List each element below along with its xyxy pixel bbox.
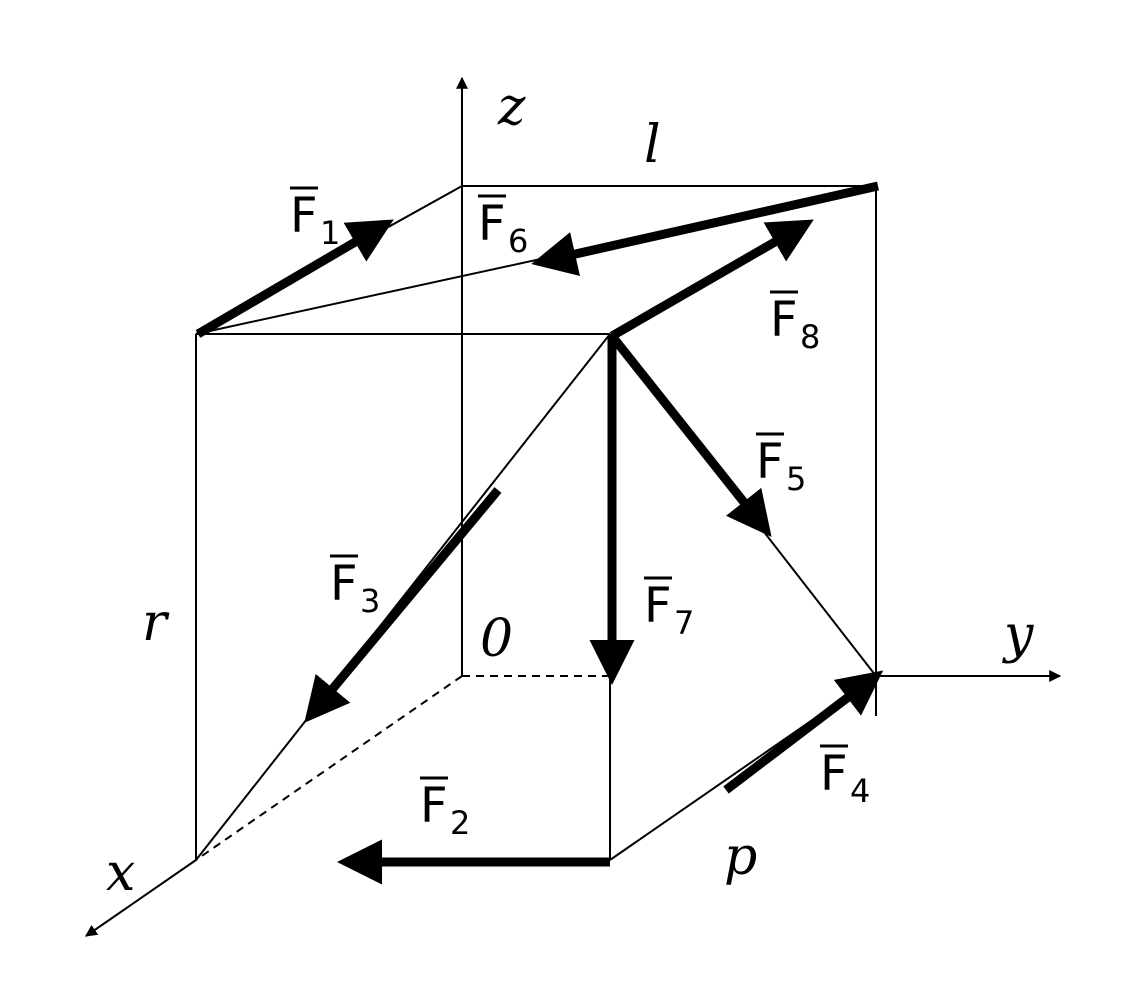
force-f4-label: F 4 [820, 744, 870, 810]
force-f7-symbol: F [644, 578, 672, 634]
force-f3-vector [304, 487, 502, 723]
force-f5-subscript: 5 [786, 460, 806, 498]
force-f8-subscript: 8 [800, 318, 820, 356]
force-f7-subscript: 7 [674, 604, 694, 642]
y-axis-label: y [1002, 605, 1034, 665]
hidden-edges [195, 186, 610, 861]
front-face-diagonal [195, 333, 611, 861]
force-vectors [195, 181, 884, 885]
dimension-l-label: l [644, 115, 661, 175]
force-f7-label: F 7 [644, 576, 694, 642]
z-axis-label: z [497, 77, 526, 137]
force-f1-symbol: F [290, 188, 318, 244]
force-f6-label: F 6 [478, 194, 528, 260]
force-f4-symbol: F [820, 746, 848, 802]
force-labels: F 1 F 2 F 3 F 4 F 5 F 6 F [290, 186, 870, 842]
axis-labels: z y x 0 [106, 77, 1034, 903]
force-f8-symbol: F [770, 292, 798, 348]
force-f1-vector [195, 219, 394, 338]
force-f5-vector [608, 333, 772, 538]
dimension-r-label: r [142, 593, 170, 653]
force-f5-label: F 5 [756, 432, 806, 498]
force-f6-symbol: F [478, 196, 506, 252]
x-axis [85, 859, 197, 937]
force-f5-symbol: F [756, 434, 784, 490]
force-f3-label: F 3 [330, 554, 380, 620]
dimension-labels: l r p [142, 115, 757, 887]
origin-label: 0 [480, 609, 513, 669]
hidden-edge-x [195, 675, 463, 861]
force-f2-subscript: 2 [450, 804, 470, 842]
force-f4-vector [723, 670, 884, 794]
x-axis-label: x [106, 843, 135, 903]
force-f8-label: F 8 [770, 290, 820, 356]
force-f1-label: F 1 [290, 186, 340, 252]
force-f2-symbol: F [420, 778, 448, 834]
force-f3-subscript: 3 [360, 582, 380, 620]
force-f1-subscript: 1 [320, 214, 340, 252]
force-f4-subscript: 4 [850, 772, 870, 810]
force-f8-vector [609, 219, 814, 340]
force-f6-vector [531, 181, 879, 277]
force-f3-symbol: F [330, 556, 358, 612]
dimension-p-label: p [724, 827, 757, 887]
axes [85, 76, 1062, 937]
force-f6-subscript: 6 [508, 222, 528, 260]
force-f2-label: F 2 [420, 776, 470, 842]
